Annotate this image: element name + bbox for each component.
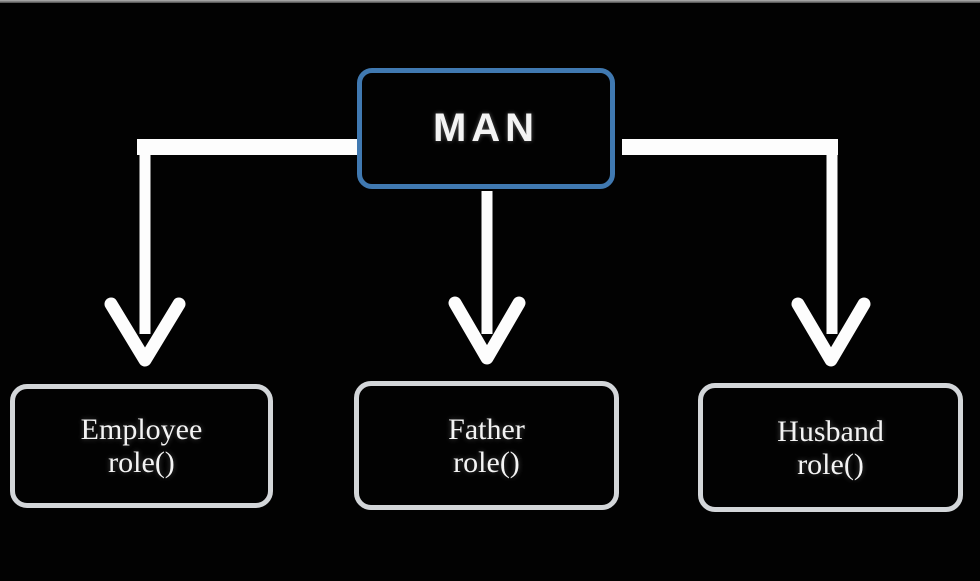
node-man-label: MAN <box>432 106 540 150</box>
node-husband: Husband role() <box>698 383 963 512</box>
node-father-method: role() <box>453 445 520 479</box>
arrow-man-to-employee <box>104 139 358 367</box>
node-husband-method: role() <box>797 447 864 481</box>
node-employee-label: Employee role() <box>81 413 203 479</box>
node-father-label: Father role() <box>448 413 525 479</box>
node-employee: Employee role() <box>10 384 273 508</box>
node-employee-method: role() <box>108 446 175 479</box>
arrow-man-to-father <box>448 191 526 365</box>
node-husband-label: Husband role() <box>777 415 884 481</box>
node-father-name: Father <box>448 412 525 446</box>
top-edge-line <box>0 0 980 3</box>
node-husband-name: Husband <box>777 414 884 448</box>
node-father: Father role() <box>354 381 619 510</box>
node-man: MAN <box>357 68 615 189</box>
arrow-man-to-husband <box>622 139 871 367</box>
node-employee-name: Employee <box>80 413 203 446</box>
